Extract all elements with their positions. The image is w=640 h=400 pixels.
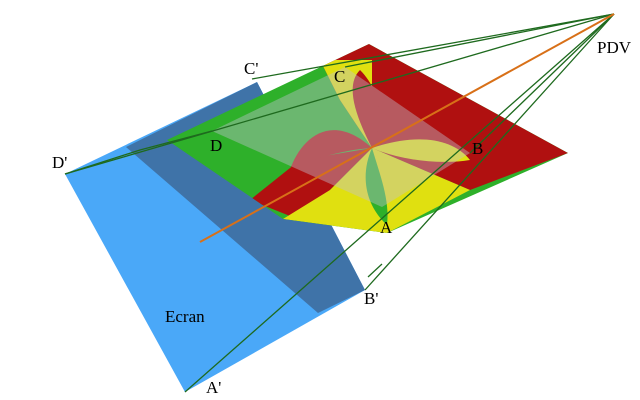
label-b: B (472, 139, 483, 158)
fractal-plane (167, 44, 568, 233)
fractal-lobe-right (372, 139, 470, 162)
sight-line-d-prime (64, 13, 615, 175)
fractal-lobe-bottom (365, 148, 388, 225)
plane-red-region-lower (250, 148, 372, 220)
sight-line-c (344, 13, 615, 68)
sight-line-b-prime (364, 13, 615, 291)
label-a-prime: A' (206, 378, 221, 397)
sight-line-c-prime (251, 13, 615, 80)
label-c: C (334, 67, 345, 86)
tick-b-prime (367, 263, 383, 278)
label-d: D (210, 136, 222, 155)
sight-line-a-prime (184, 13, 615, 393)
label-d-prime: D' (52, 153, 67, 172)
fractal-lobe-left (290, 130, 372, 170)
label-a: A (380, 218, 393, 237)
fractal-lobe-top (352, 70, 380, 148)
label-screen: Ecran (165, 307, 205, 326)
sight-line-b (469, 13, 615, 154)
edge-d-to-d-prime (64, 130, 213, 175)
sight-lines (64, 13, 615, 393)
label-c-prime: C' (244, 59, 258, 78)
point-labels: PDV C' C D B D' A B' Ecran A' (52, 38, 632, 397)
label-b-prime: B' (364, 289, 378, 308)
plane-red-region (320, 44, 568, 190)
sight-line-center (199, 13, 615, 243)
projected-quadrilateral-region (212, 67, 470, 207)
label-pdv: PDV (597, 38, 632, 57)
